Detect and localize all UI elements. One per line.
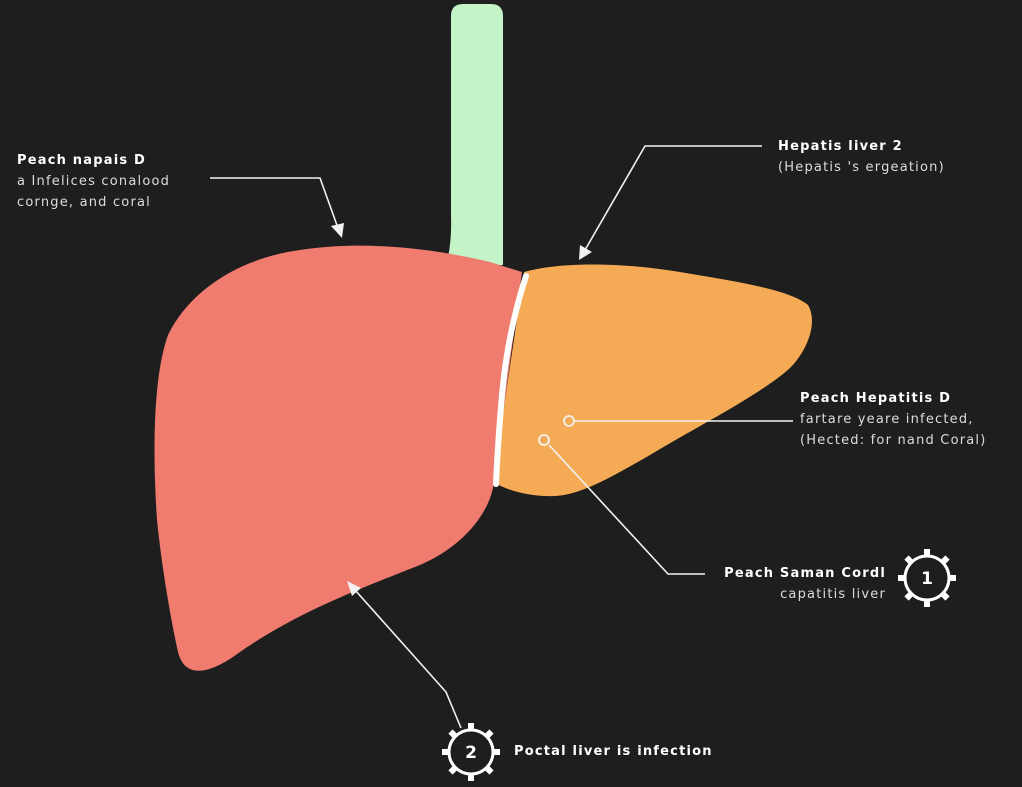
label-callout-1: Peach Saman Cordl capatitis liver xyxy=(690,563,886,605)
label-top-left-line1: a Infelices conalood xyxy=(17,171,170,192)
left-liver-lobe xyxy=(154,246,522,671)
right-liver-lobe xyxy=(494,265,812,497)
label-top-right-line1: (Hepatis 's ergeation) xyxy=(778,157,945,178)
label-top-right-title: Hepatis liver 2 xyxy=(778,136,945,157)
badge-1-gear-icon: 1 xyxy=(898,549,956,607)
label-mid-right: Peach Hepatitis D fartare yeare infected… xyxy=(800,388,987,451)
label-top-right: Hepatis liver 2 (Hepatis 's ergeation) xyxy=(778,136,945,178)
hepatic-vessel xyxy=(446,4,503,265)
label-mid-right-title: Peach Hepatitis D xyxy=(800,388,987,409)
label-top-left-title: Peach napais D xyxy=(17,150,170,171)
callout-2-leader xyxy=(347,581,461,728)
top-right-leader xyxy=(579,146,762,260)
label-callout-1-line1: capatitis liver xyxy=(690,584,886,605)
label-top-left: Peach napais D a Infelices conalood corn… xyxy=(17,150,170,213)
badge-1-number: 1 xyxy=(921,569,933,589)
top-left-leader xyxy=(210,178,344,238)
label-mid-right-line2: (Hected: for nand Coral) xyxy=(800,430,987,451)
label-top-left-line2: cornge, and coral xyxy=(17,192,170,213)
label-callout-2-title: Poctal liver is infection xyxy=(514,741,713,762)
label-mid-right-line1: fartare yeare infected, xyxy=(800,409,987,430)
badge-2-gear-icon: 2 xyxy=(442,723,500,781)
badge-2-number: 2 xyxy=(465,743,477,763)
label-callout-2: Poctal liver is infection xyxy=(514,741,713,762)
label-callout-1-title: Peach Saman Cordl xyxy=(690,563,886,584)
